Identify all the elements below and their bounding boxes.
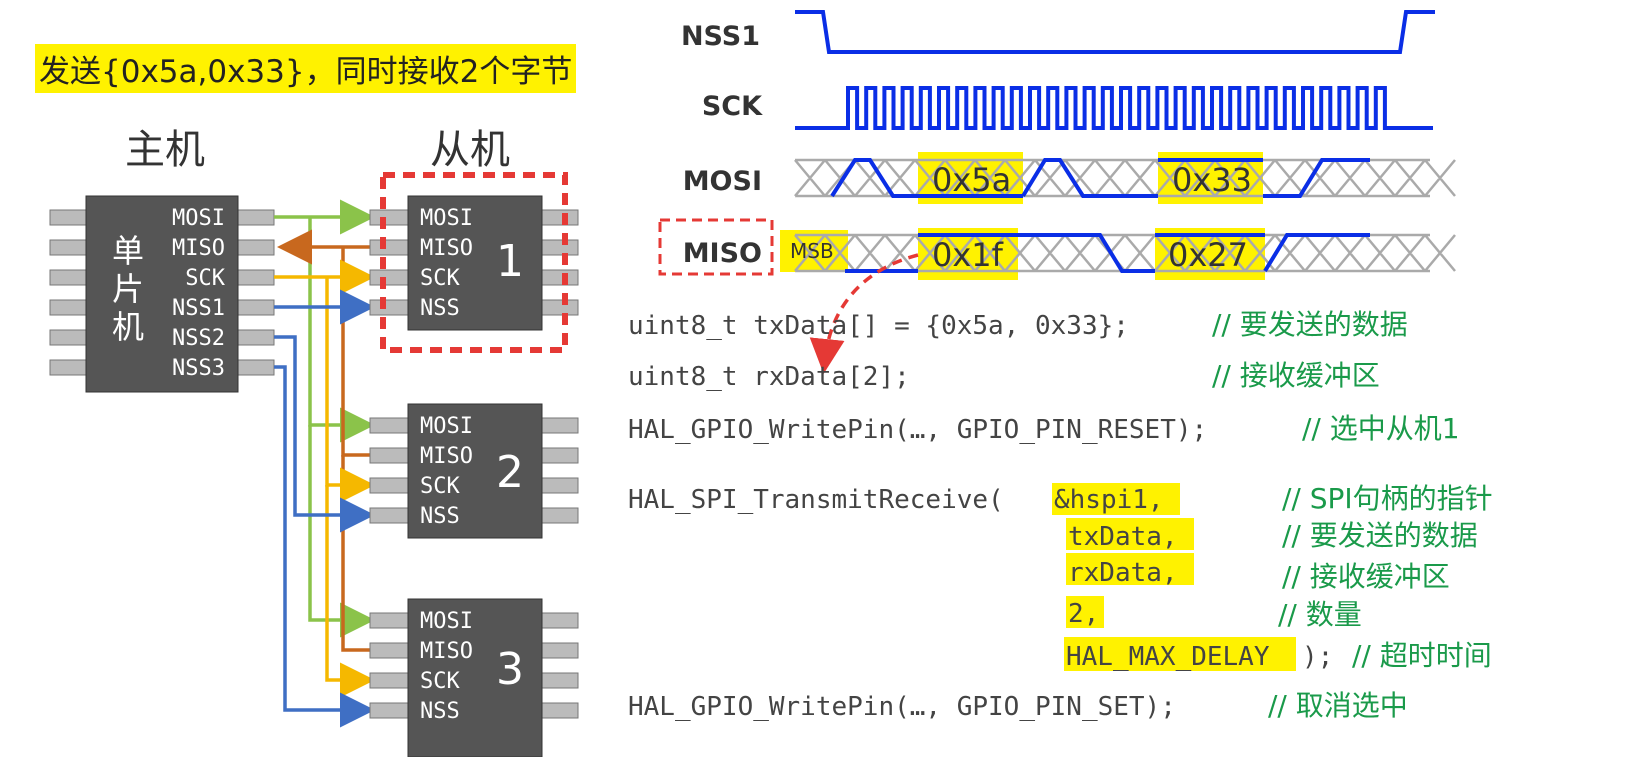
code-line-transmit: HAL_SPI_TransmitReceive( (628, 485, 1004, 515)
miso-byte-2: 0x27 (1168, 236, 1248, 274)
arg-timeout-highlight (1064, 637, 1296, 671)
code-arg-hspi: &hspi1, (1054, 485, 1164, 515)
slave-2-body (407, 403, 543, 539)
slave-3-pin-sck: SCK (420, 669, 460, 694)
slave-1-body (407, 195, 543, 331)
wire-nss3 (274, 365, 375, 728)
master-pin-stubs (49, 209, 275, 376)
mosi-byte-2: 0x33 (1172, 161, 1252, 199)
wire-nss2 (274, 335, 375, 533)
code-arg-txdata: txData, (1068, 522, 1178, 552)
comment-line-txdata: // 要发送的数据 (1212, 308, 1408, 341)
nss1-waveform (795, 10, 1435, 54)
master-heading: 主机 (125, 127, 205, 173)
wire-sck-3 (325, 485, 375, 698)
code-arg-rxdata: rxData, (1068, 558, 1178, 588)
code-line-rxdata: uint8_t rxData[2]; (628, 362, 910, 392)
comment-arg-txdata: // 要发送的数据 (1282, 519, 1478, 552)
code-arg-timeout: HAL_MAX_DELAY (1066, 642, 1270, 672)
wire-mosi-3 (308, 425, 375, 638)
slave-3-number: 3 (496, 644, 524, 695)
comment-arg-count: // 数量 (1278, 598, 1362, 631)
slave-chip-2: MOSI MISO SCK NSS 2 (369, 403, 579, 539)
slave-heading: 从机 (430, 127, 510, 173)
bus-wires (274, 199, 375, 728)
master-pin-sck: SCK (185, 266, 225, 291)
slave-3-pin-miso: MISO (420, 639, 473, 664)
miso-byte-1: 0x1f (932, 236, 1004, 274)
slave-3-pin-nss: NSS (420, 699, 460, 724)
master-pin-miso: MISO (172, 236, 225, 261)
code-line-deselect: HAL_GPIO_WritePin(…, GPIO_PIN_SET); (628, 692, 1176, 722)
master-pin-nss1: NSS1 (172, 296, 225, 321)
signal-label-mosi: MOSI (683, 166, 762, 197)
arg-count-highlight (1066, 596, 1104, 628)
data-waveforms (794, 158, 1456, 273)
master-chip: 单 片 机 MOSI MISO SCK NSS1 NSS2 NSS3 (49, 195, 275, 393)
mosi-ghost-wave (794, 158, 1456, 198)
mosi-active-wave (830, 158, 1370, 198)
slave-2-pin-mosi: MOSI (420, 414, 473, 439)
master-chip-label-2: 片 (112, 270, 144, 308)
signal-label-miso: MISO (683, 238, 762, 269)
sck-waveform (795, 86, 1433, 130)
slave-1-number: 1 (496, 236, 524, 287)
slave-2-pin-miso: MISO (420, 444, 473, 469)
signal-label-nss1: NSS1 (681, 21, 760, 52)
master-pin-nss3: NSS3 (172, 356, 225, 381)
slave-chip-3: MOSI MISO SCK NSS 3 (369, 598, 579, 757)
code-arg-count: 2, (1068, 599, 1099, 629)
code-line-txdata: uint8_t txData[] = {0x5a, 0x33}; (628, 311, 1129, 341)
slave-2-pin-nss: NSS (420, 504, 460, 529)
master-pin-mosi: MOSI (172, 206, 225, 231)
msb-label: MSB (790, 239, 834, 263)
comment-line-deselect: // 取消选中 (1268, 689, 1408, 722)
miso-ghost-wave (794, 233, 1456, 273)
master-chip-body (85, 195, 239, 393)
mosi-byte-1: 0x5a (932, 161, 1011, 199)
slave-1-pin-nss: NSS (420, 296, 460, 321)
master-chip-label-3: 机 (112, 308, 144, 346)
comment-line-select: // 选中从机1 (1302, 412, 1460, 445)
slave-2-number: 2 (496, 447, 524, 498)
master-pin-nss2: NSS2 (172, 326, 225, 351)
master-chip-label-1: 单 (112, 232, 144, 270)
rxdata-red-arrow (809, 253, 919, 374)
code-line-select: HAL_GPIO_WritePin(…, GPIO_PIN_RESET); (628, 415, 1207, 445)
slave-chip-1: MOSI MISO SCK NSS 1 (369, 172, 579, 353)
slave-2-pin-sck: SCK (420, 474, 460, 499)
comment-arg-timeout: // 超时时间 (1352, 639, 1492, 672)
arg-rxdata-highlight (1066, 553, 1194, 585)
slide-title-banner: 发送{0x5a,0x33}，同时接收2个字节 (35, 44, 577, 93)
slave-1-pin-mosi: MOSI (420, 206, 473, 231)
slave-1-pin-miso: MISO (420, 236, 473, 261)
miso-label-dashed-box (658, 218, 774, 276)
comment-arg-hspi: // SPI句柄的指针 (1282, 482, 1493, 515)
msb-highlight (780, 230, 848, 272)
arg-txdata-highlight (1066, 518, 1194, 550)
comment-line-rxdata: // 接收缓冲区 (1212, 359, 1380, 392)
comment-arg-rxdata: // 接收缓冲区 (1282, 560, 1450, 593)
slave-1-pin-sck: SCK (420, 266, 460, 291)
arg-hspi-highlight (1052, 483, 1180, 515)
slave-1-selected-box (380, 172, 568, 353)
signal-label-sck: SCK (702, 91, 763, 122)
slave-3-body (407, 598, 543, 757)
code-arg-close: ); (1302, 642, 1333, 672)
slave-3-pin-mosi: MOSI (420, 609, 473, 634)
